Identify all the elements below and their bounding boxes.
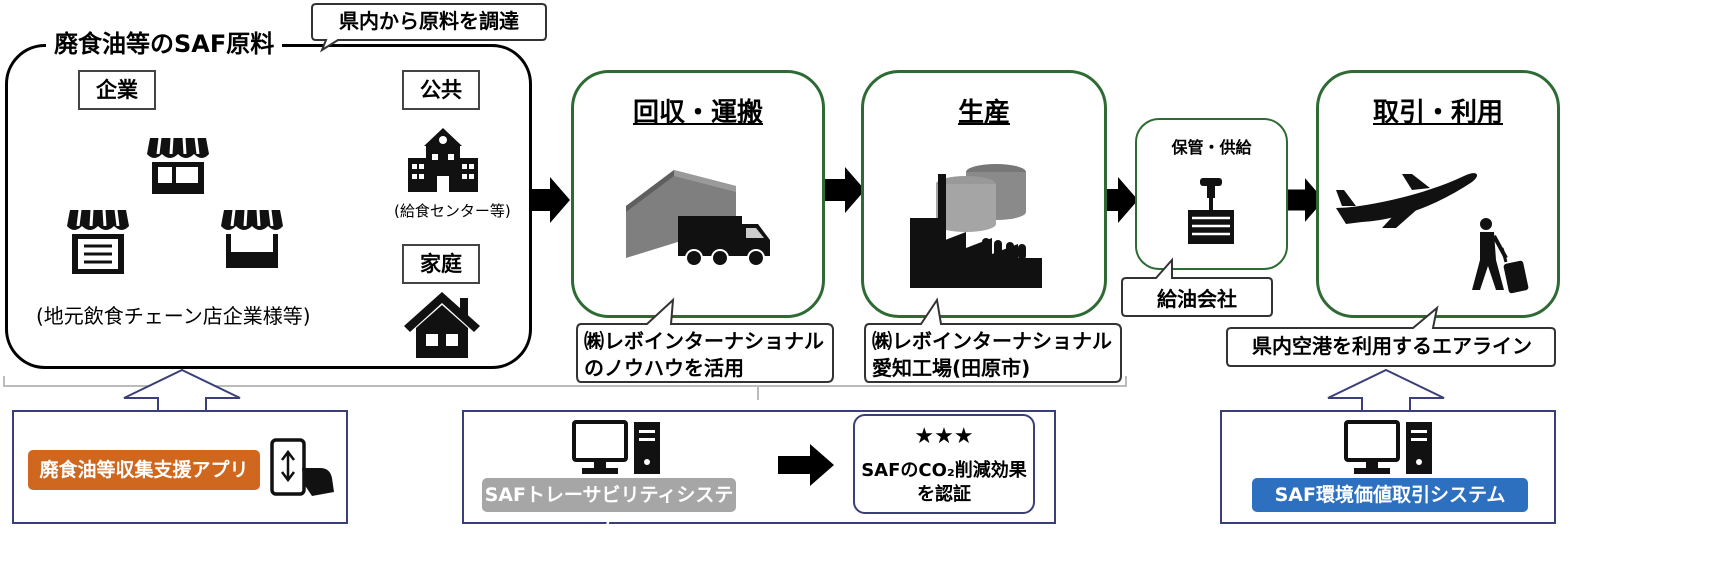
- company-caption: (地元飲食チェーン店企業様等): [36, 304, 311, 328]
- certify-stars: ★★★: [914, 424, 974, 449]
- airline-callout: [1226, 305, 1556, 367]
- up-arrow: [123, 368, 241, 413]
- production-callout-line1: ㈱レボインターナショナル: [872, 329, 1112, 353]
- production-callout: [864, 297, 1122, 383]
- public-caption: (給食センター等): [394, 202, 511, 220]
- stage-trading-title: 取引・利用: [1372, 98, 1503, 128]
- arrow-right-icon: [530, 177, 570, 223]
- airline-callout-text: 県内空港を利用するエアライン: [1252, 334, 1532, 358]
- arrow-right-icon: [1098, 177, 1138, 223]
- bracket-line: [3, 376, 1127, 400]
- school-icon: [408, 128, 478, 192]
- stage-storage-title: 保管・供給: [1171, 138, 1252, 157]
- up-arrow: [1327, 368, 1445, 413]
- procurement-callout-text: 県内から原料を調達: [339, 9, 519, 33]
- arrow-right-icon: [825, 167, 865, 213]
- airplane-icon: [1336, 173, 1478, 228]
- collection-callout-line2: のノウハウを活用: [584, 356, 744, 380]
- trading-label: SAF環境価値取引システム: [1252, 478, 1528, 512]
- warehouse-truck-icon: [626, 170, 770, 267]
- arrow-right-icon: [778, 444, 834, 486]
- computer-icon: [572, 420, 660, 474]
- store-icon: [221, 209, 283, 268]
- traveler-icon: [1472, 218, 1529, 294]
- computer-icon: [1344, 420, 1432, 474]
- collection-callout: [576, 297, 834, 383]
- store-icon: [67, 209, 129, 274]
- stage-collection-box: [571, 70, 825, 318]
- procurement-callout: [311, 3, 547, 53]
- smartphone-icon: [270, 438, 334, 496]
- app-label: 廃食油等収集支援アプリ: [28, 450, 260, 490]
- certify-box: [853, 414, 1035, 514]
- company-label: 企業: [78, 70, 156, 110]
- fuel-hydrant-icon: [1188, 178, 1234, 244]
- factory-icon: [910, 164, 1042, 288]
- supplier-callout: [1121, 257, 1273, 317]
- supplier-callout-text: 給油会社: [1157, 287, 1237, 311]
- public-label: 公共: [402, 70, 480, 110]
- stage-collection-title: 回収・運搬: [632, 98, 763, 128]
- arrow-right-icon: [1286, 178, 1324, 222]
- household-label: 家庭: [402, 244, 480, 284]
- production-callout-line2: 愛知工場(田原市): [872, 356, 1031, 380]
- sources-title: 廃食油等のSAF原料: [46, 28, 283, 60]
- traceability-label: SAFトレーサビリティシステム: [482, 478, 736, 540]
- certify-line2: を認証: [917, 484, 971, 505]
- certify-line1: SAFのCO₂削減効果: [861, 460, 1027, 481]
- stage-production-title: 生産: [957, 98, 1010, 128]
- collection-callout-line1: ㈱レボインターナショナル: [584, 329, 824, 353]
- store-icon: [147, 137, 209, 194]
- house-icon: [404, 292, 480, 358]
